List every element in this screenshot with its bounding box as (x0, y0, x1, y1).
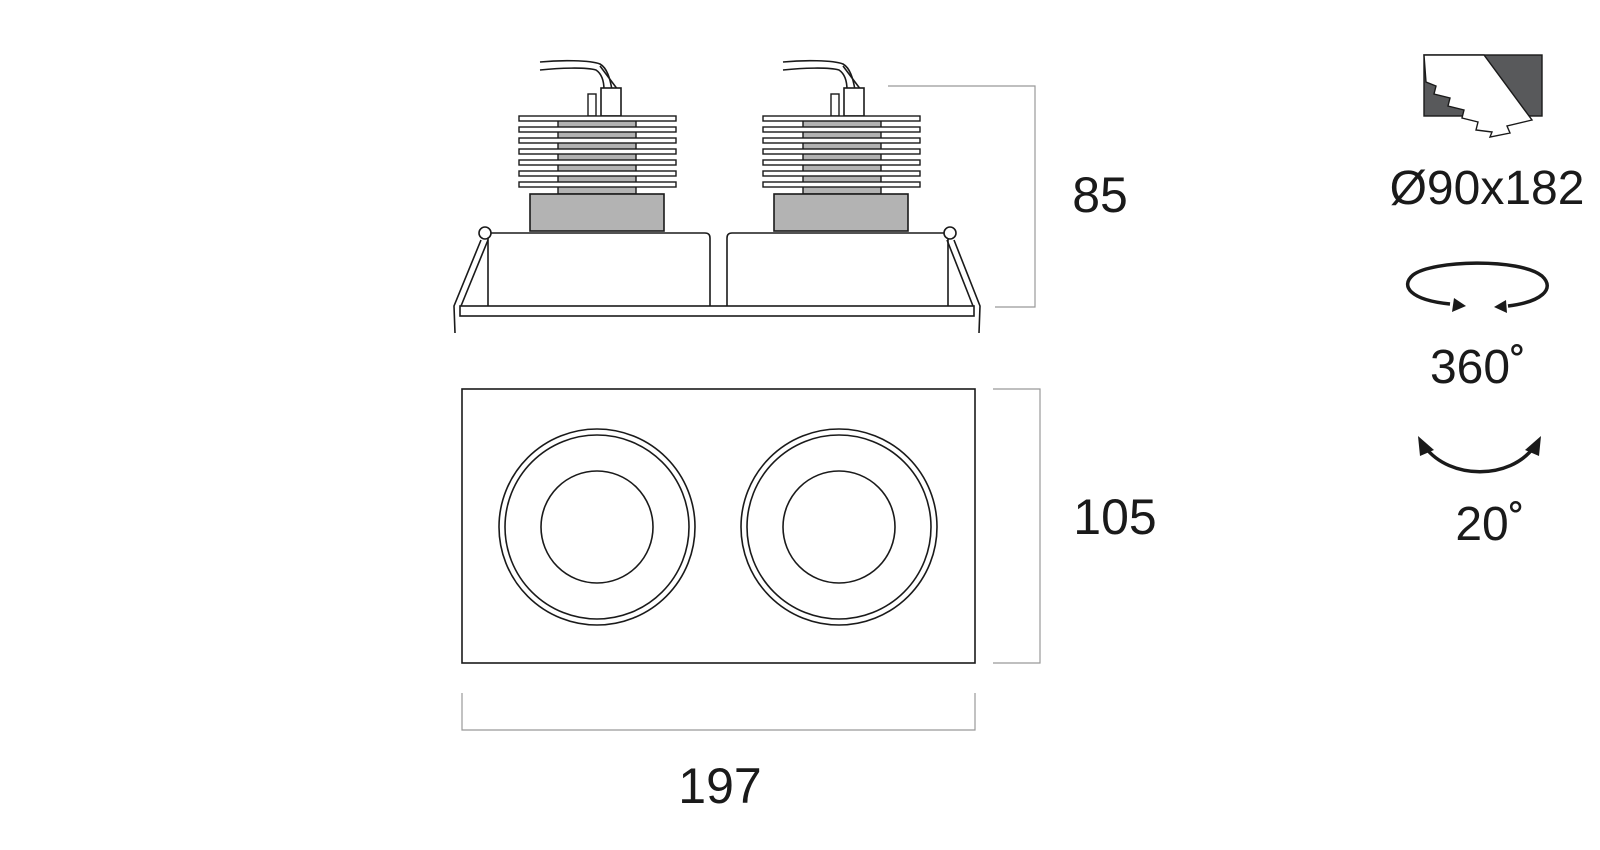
dimension-depth-label: 105 (1073, 489, 1156, 545)
side-view (453, 59, 1036, 334)
heatsink-left (518, 115, 677, 232)
tilt-angle-label: 20˚ (1455, 498, 1524, 551)
cable-left (539, 59, 619, 91)
spotlight-right (740, 428, 938, 626)
dimension-width-label: 197 (678, 758, 761, 814)
dimension-height-label: 85 (1072, 167, 1128, 223)
spring-clip-left (453, 226, 492, 334)
dimension-line-width (461, 693, 976, 731)
tilt-arc-icon (1418, 436, 1541, 474)
spotlight-left (498, 428, 696, 626)
rotation-angle-label: 360˚ (1430, 341, 1526, 394)
connector-right (830, 87, 865, 117)
spring-clip-right (943, 226, 981, 334)
ceiling-cutout-icon (1423, 54, 1543, 138)
trim-flange (459, 305, 975, 317)
dimension-line-height (888, 85, 1036, 308)
trim-plate (461, 388, 976, 664)
cutout-size-label: Ø90x182 (1390, 162, 1585, 215)
rotate-360-icon (1406, 261, 1549, 313)
cable-right (782, 59, 862, 91)
housing-left (487, 232, 711, 308)
heatsink-right (762, 115, 921, 232)
connector-left (587, 87, 622, 117)
housing-right (726, 232, 949, 308)
dimension-line-depth (993, 388, 1041, 664)
front-view (461, 388, 1041, 731)
